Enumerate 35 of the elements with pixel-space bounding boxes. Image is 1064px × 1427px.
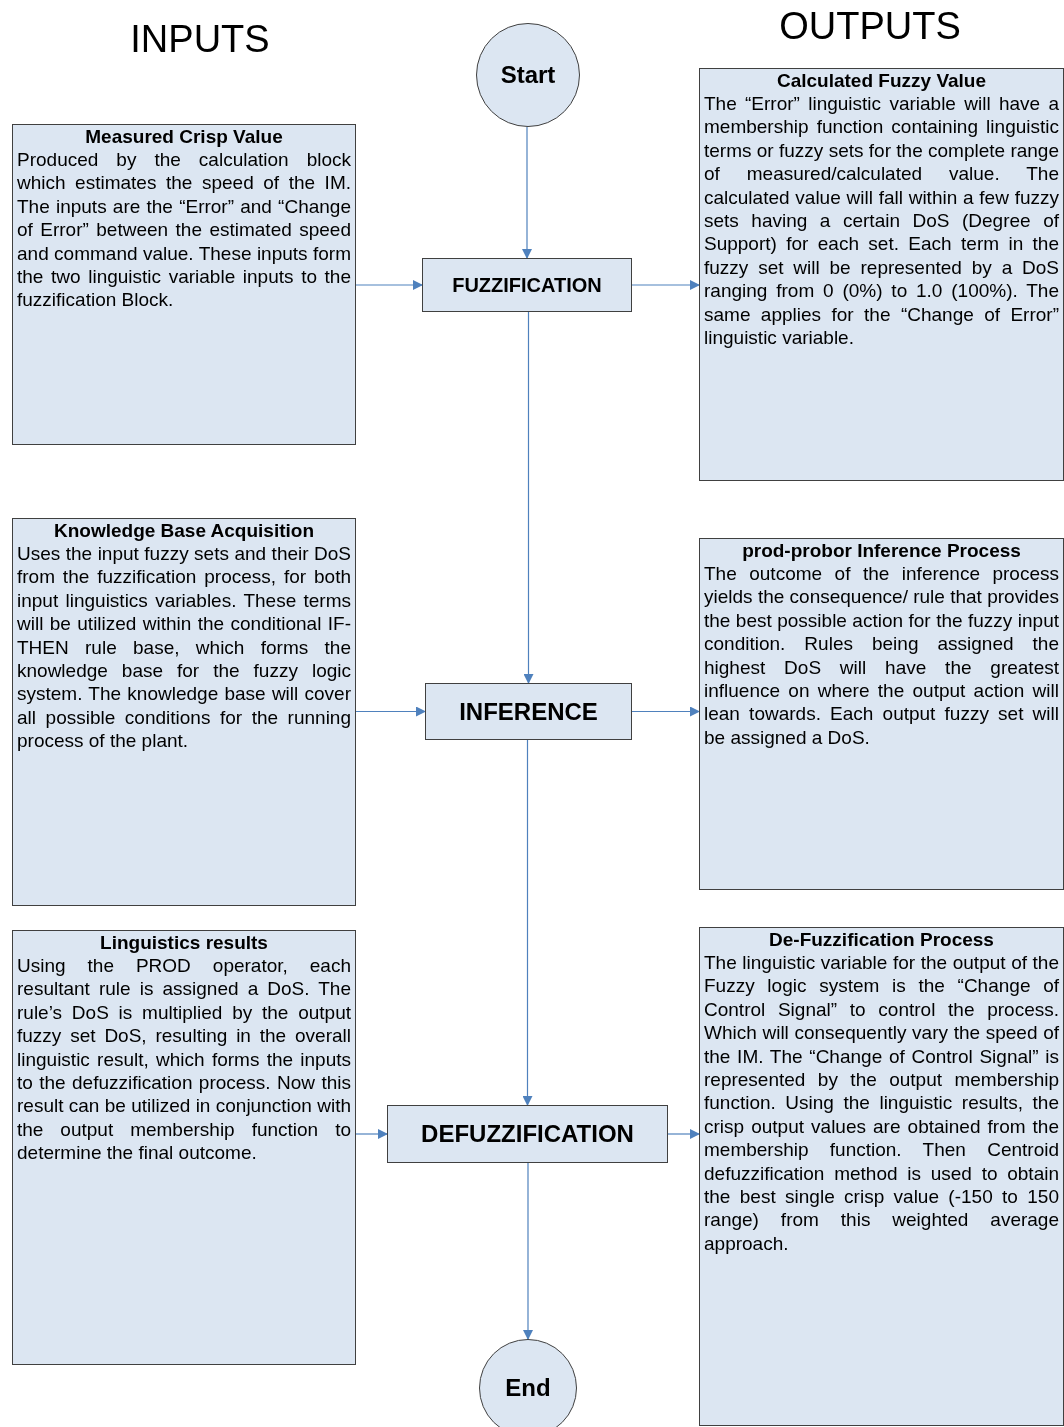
description-box <box>699 68 1064 481</box>
description-box <box>699 927 1064 1426</box>
box-heading: De-Fuzzification Process <box>768 928 995 951</box>
box-heading: Knowledge Base Acquisition <box>52 519 316 542</box>
description-box <box>699 538 1064 890</box>
box-description: The “Error” linguistic variable will have a membership function containing linguistic terms or fuzzy sets for the complete range of measured/calculated value. The calculated value will fall within a few fuzzy sets having a certain DoS (Degree of Support) for each set. Each term in the fuzzy set will be represented by a DoS ranging from 0 (0%) to 1.0 (100%). The same applies for the “Change of Error” linguistic variable. <box>704 92 1059 350</box>
arrow <box>631 706 700 717</box>
description-box <box>12 518 356 906</box>
arrow <box>355 706 426 717</box>
process-box: FUZZIFICATION <box>422 258 632 312</box>
terminal-circle: Start <box>476 23 580 127</box>
box-description: The outcome of the inference process yields the consequence/ rule that provides the best possible action for the fuzzy input condition. Rules being assigned the highest DoS will have the greatest influence on where the output action will lean towards. Each output fuzzy set will be assigned a DoS. <box>704 562 1059 750</box>
description-box <box>12 124 356 445</box>
arrow <box>631 280 700 290</box>
column-heading: OUTPUTS <box>778 5 962 48</box>
arrow <box>355 280 423 290</box>
arrow <box>522 739 533 1106</box>
arrow <box>523 1162 533 1340</box>
box-description: Using the PROD operator, each resultant rule is assigned a DoS. The rule’s DoS is multiplied by the output fuzzy set DoS, resulting in the overall linguistic result, which forms the inputs to the defuzzification process. Now this result can be utilized in conjunction with the output membership function to determine the final outcome. <box>17 954 351 1165</box>
arrow <box>523 311 534 684</box>
arrow <box>355 1129 388 1139</box>
box-heading: Linguistics results <box>99 931 269 954</box>
box-heading: prod-probor Inference Process <box>741 539 1022 562</box>
arrow <box>667 1129 700 1139</box>
box-heading: Measured Crisp Value <box>84 125 284 148</box>
process-box: DEFUZZIFICATION <box>387 1105 668 1163</box>
process-box: INFERENCE <box>425 683 632 740</box>
box-description: Produced by the calculation block which estimates the speed of the IM. The inputs are the “Error” and “Change of Error” between the estimated speed and command value. These inputs form the two linguistic variable inputs to the fuzzification Block. <box>17 148 351 312</box>
box-description: Uses the input fuzzy sets and their DoS from the fuzzification process, for both input linguistics variables. These terms will be utilized within the conditional IF-THEN rule base, which forms the knowledge base for the fuzzy logic system. The knowledge base will cover all possible conditions for the running process of the plant. <box>17 542 351 753</box>
column-heading: INPUTS <box>129 18 271 61</box>
box-description: The linguistic variable for the output of the Fuzzy logic system is the “Change of Control Signal” to control the process. Which will consequently vary the speed of the IM. The “Change of Control Signal” is represented by the output membership function. Using the linguistic results, the crisp output values are obtained from the membership function. Then Centroid defuzzification method is used to obtain the best single crisp value (-150 to 150 range) from this weighted average approach. <box>704 951 1059 1256</box>
description-box <box>12 930 356 1365</box>
box-heading: Calculated Fuzzy Value <box>775 69 988 92</box>
arrow <box>522 126 532 259</box>
terminal-circle: End <box>479 1339 577 1427</box>
